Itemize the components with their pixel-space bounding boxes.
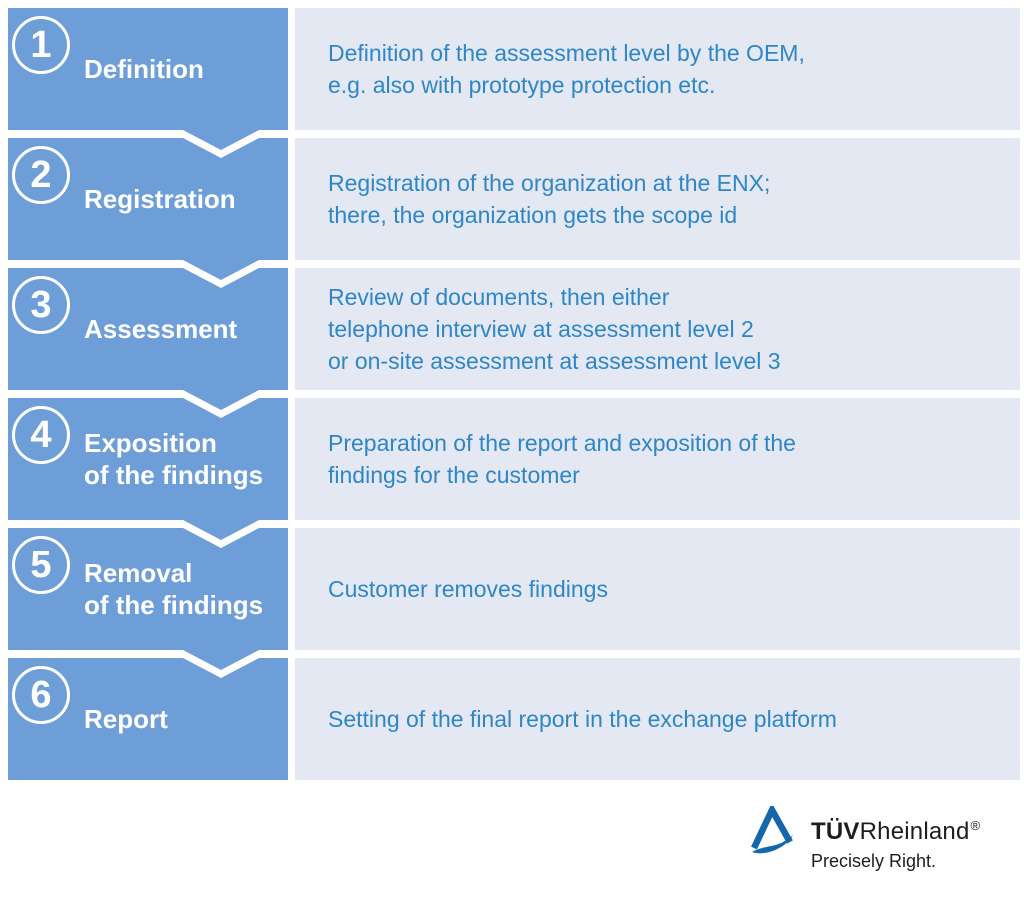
- step-label: Report: [84, 658, 284, 780]
- step-label: Registration: [84, 138, 284, 260]
- step-number-badge: 5: [12, 536, 70, 594]
- step-label-line: of the findings: [84, 590, 264, 620]
- step-label-line: Report: [84, 704, 168, 734]
- step-description-panel: Review of documents, then either telephon…: [295, 268, 1020, 390]
- step-label: Assessment: [84, 268, 284, 390]
- step-description-line: e.g. also with prototype protection etc.: [328, 72, 716, 98]
- process-step-row: 6 Report Setting of the final report in …: [8, 658, 1020, 780]
- step-number-badge: 2: [12, 146, 70, 204]
- step-number-badge: 3: [12, 276, 70, 334]
- brand-regular: Rheinland: [859, 818, 970, 845]
- step-description-line: Preparation of the report and exposition…: [328, 430, 796, 456]
- tuv-rheinland-logo: TÜVRheinland® Precisely Right.: [750, 806, 980, 872]
- brand-bold: TÜV: [811, 818, 860, 845]
- step-description-line: Setting of the final report in the excha…: [328, 706, 837, 732]
- process-step-row: 2 Registration Registration of the organ…: [8, 138, 1020, 280]
- step-number-badge: 4: [12, 406, 70, 464]
- step-description-panel: Preparation of the report and exposition…: [295, 398, 1020, 520]
- step-description-panel: Setting of the final report in the excha…: [295, 658, 1020, 780]
- brand-name: TÜVRheinland®: [811, 818, 980, 846]
- step-description-line: Definition of the assessment level by th…: [328, 40, 805, 66]
- process-step-row: 3 Assessment Review of documents, then e…: [8, 268, 1020, 410]
- step-label-line: Assessment: [84, 314, 238, 344]
- step-description-panel: Definition of the assessment level by th…: [295, 8, 1020, 130]
- step-description-panel: Customer removes findings: [295, 528, 1020, 650]
- tuv-triangle-icon: [751, 806, 793, 854]
- step-description-line: Registration of the organization at the …: [328, 170, 771, 196]
- step-description-line: telephone interview at assessment level …: [328, 316, 754, 342]
- process-step-row: 1 Definition Definition of the assessmen…: [8, 8, 1020, 150]
- step-number-badge: 1: [12, 16, 70, 74]
- step-label-line: Exposition: [84, 428, 217, 458]
- step-description-panel: Registration of the organization at the …: [295, 138, 1020, 260]
- step-description-line: or on-site assessment at assessment leve…: [328, 348, 781, 374]
- process-diagram: 1 Definition Definition of the assessmen…: [8, 8, 1020, 788]
- step-label-line: of the findings: [84, 460, 264, 490]
- step-label-line: Removal: [84, 558, 193, 588]
- step-label: Definition: [84, 8, 284, 130]
- step-number-badge: 6: [12, 666, 70, 724]
- registered-mark-icon: ®: [970, 818, 981, 833]
- step-description-line: findings for the customer: [328, 462, 580, 488]
- step-label-line: Definition: [84, 54, 204, 84]
- step-description-line: there, the organization gets the scope i…: [328, 202, 738, 228]
- step-description-line: Customer removes findings: [328, 576, 608, 602]
- logo-text: TÜVRheinland® Precisely Right.: [811, 818, 980, 872]
- step-description-line: Review of documents, then either: [328, 284, 670, 310]
- brand-tagline: Precisely Right.: [811, 851, 937, 871]
- step-label-line: Registration: [84, 184, 236, 214]
